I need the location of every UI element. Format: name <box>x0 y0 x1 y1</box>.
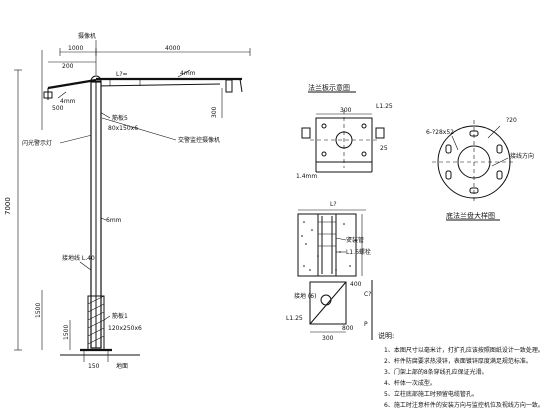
foundation-sub-block <box>309 281 347 325</box>
total-height-label: 7000 <box>4 197 12 215</box>
note-3: 3、门架上部的8条穿线孔应保证光滑。 <box>384 368 488 376</box>
dim-500: 500 <box>52 105 64 112</box>
pole-1500-label: 1500 <box>35 303 42 318</box>
foundation-dim-800: 800 <box>342 325 354 332</box>
dim-200: 200 <box>62 63 74 70</box>
foundation-pipe <box>317 213 337 277</box>
flange-detail: 法兰板示意图 L1.25 300 25 1.4mm <box>296 83 393 180</box>
base-plate-detail: 6-?28x52 ?20 接线方向 底法兰盘大样图 <box>426 117 534 221</box>
dim-150: 150 <box>88 363 100 370</box>
flange-lug-right <box>375 127 385 139</box>
foundation-detail: L? 安装管 L1.6螺栓 接地 (6) 400 800 L1.25 300 <box>286 201 373 342</box>
base-1500-label: 1500 <box>63 325 70 340</box>
ground-wire-label: 接地线 L.40 <box>62 254 95 262</box>
pole-plate-label: 筋板1 <box>112 312 128 320</box>
foundation-label-bottom: 接地 (6) <box>294 292 316 300</box>
top-label: 摄像机 <box>78 32 96 40</box>
rib-plate-label: 筋板5 <box>112 114 128 122</box>
note-5: 5、立柱底部施工时预留电缆管孔。 <box>384 390 478 398</box>
base-hatch <box>87 295 105 345</box>
flange-lug-left <box>301 127 311 139</box>
flange-label-top: L1.25 <box>376 103 393 110</box>
arm-top-label: L?= <box>116 71 128 78</box>
foundation-block <box>297 213 357 277</box>
foundation-dim-400: 400 <box>350 281 362 288</box>
notes-block: 说明: 1、本图尺寸以毫米计，打扩孔应该按照图纸设计一致处理。 2、杆件防腐要求… <box>378 331 544 409</box>
dim-4000: 4000 <box>165 45 180 52</box>
ground-mark: 地面 <box>116 362 128 370</box>
note-1: 1、本图尺寸以毫米计，打扩孔应该按照图纸设计一致处理。 <box>384 346 544 354</box>
dim-1000: 1000 <box>68 45 83 52</box>
pole-6mm-label: 6mm <box>106 217 122 224</box>
foundation-label-side: L1.25 <box>286 315 303 322</box>
base-plate-holes-label: 6-?28x52 <box>426 129 454 136</box>
pole-elevation: 7000 1500 1000 4000 摄像机 200 500 4mm L?= … <box>4 32 251 370</box>
foundation-bolt-label: L1.6螺栓 <box>346 248 371 256</box>
right-lamp <box>225 79 233 93</box>
base-plate-r-label: ?20 <box>506 117 517 124</box>
flange-dim-300: 300 <box>340 107 352 114</box>
foundation-label-p: P <box>364 321 368 328</box>
base-plate-title: 底法兰盘大样图 <box>446 211 495 220</box>
foundation-dim-300b: 300 <box>322 335 334 342</box>
foundation-anchor-label: 安装管 <box>346 236 364 244</box>
right-ribbon-label: 交警监控摄像机 <box>178 136 220 144</box>
left-arm <box>47 78 97 90</box>
notes-heading: 说明: <box>378 331 394 340</box>
pole-plate-size: 120x250x6 <box>108 325 142 332</box>
flange-label-bottom: 1.4mm <box>296 173 317 180</box>
foundation-label-c: C? <box>364 291 371 298</box>
dim-300: 300 <box>211 106 218 118</box>
foundation-label-top: L? <box>330 201 337 208</box>
rib-plate-size: 80x150x6 <box>108 125 138 132</box>
label-4mm-left: 4mm <box>60 98 76 105</box>
label-4mm-arm: 4mm <box>180 70 196 77</box>
note-4: 4、杆体一次成型。 <box>384 379 436 387</box>
note-6: 6、施工时注意杆件的安装方向与监控机位及视线方向一致。 <box>384 401 544 409</box>
flange-dim-25: 25 <box>380 145 388 152</box>
left-lamp <box>43 91 53 99</box>
note-2: 2、杆件防腐要求热浸锌，表面镀锌厚度满足规范标准。 <box>384 357 532 365</box>
base-plate-direction-label: 接线方向 <box>510 152 534 160</box>
flange-title: 法兰板示意图 <box>308 83 350 92</box>
left-ribbon-label: 闪光警示灯 <box>22 139 52 147</box>
